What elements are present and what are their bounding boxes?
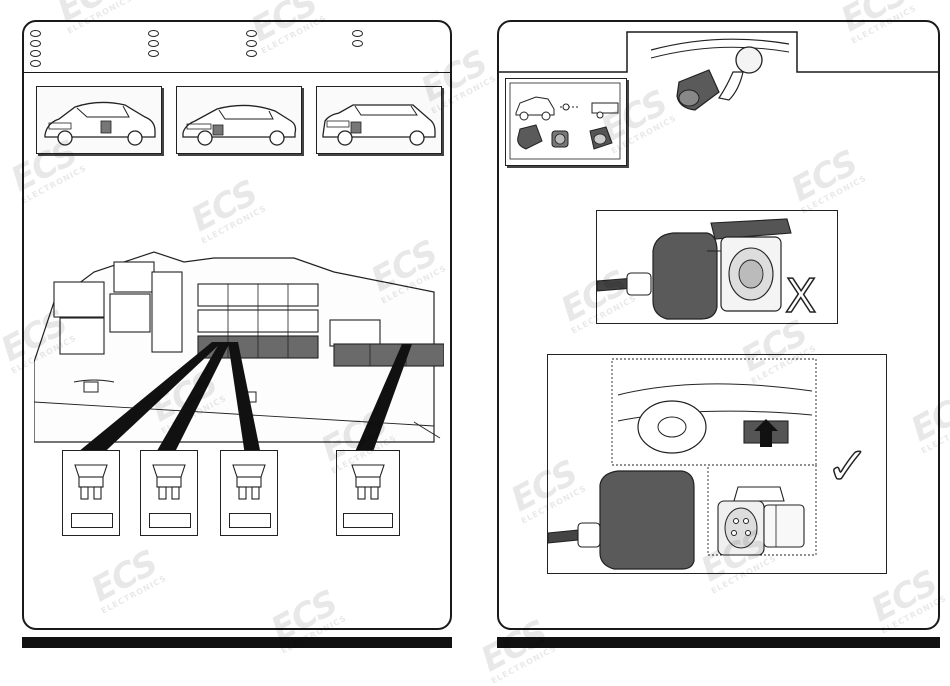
- legend-column-1: [30, 30, 41, 70]
- blade-fuse-icon: [351, 464, 385, 500]
- correct-check-mark: ✓: [825, 437, 870, 497]
- estate-car-icon: [322, 104, 436, 146]
- fuse-callout-2: [140, 450, 198, 536]
- car-view-liftback: [176, 86, 302, 154]
- adapter-inset: [505, 78, 627, 166]
- legend-bullet: [30, 40, 41, 47]
- legend-bullet: [30, 50, 41, 57]
- legend-column-4: [352, 30, 363, 50]
- correct-placement-frame: ✓: [547, 354, 887, 574]
- sedan-car-icon: [44, 101, 156, 146]
- header-rule: [499, 31, 938, 73]
- car-view-sedan: [36, 86, 162, 154]
- legend-bullet: [148, 30, 159, 37]
- legend-bullet: [246, 40, 257, 47]
- blade-fuse-icon: [74, 464, 108, 500]
- car-view-estate: [316, 86, 442, 154]
- blade-fuse-icon: [232, 464, 266, 500]
- legend-bullets: [30, 30, 446, 70]
- fuse-rating-label: [229, 513, 271, 528]
- fuse-rating-label: [71, 513, 113, 528]
- legend-bullet: [352, 40, 363, 47]
- fuse-callout-4: [336, 450, 400, 536]
- legend-column-3: [246, 30, 257, 60]
- legend-bullet: [352, 30, 363, 37]
- blade-fuse-icon: [152, 464, 186, 500]
- left-footer-bar: [22, 637, 452, 648]
- legend-bullet: [246, 30, 257, 37]
- right-footer-bar: [497, 637, 940, 648]
- socket-with-adapter-illustration: [596, 218, 792, 320]
- legend-bullet: [246, 50, 257, 57]
- legend-divider: [24, 72, 450, 73]
- fuse-callout-1: [62, 450, 120, 536]
- car-adapter-trailer-icon: [509, 82, 621, 160]
- dashboard-and-adapter-illustration: [547, 358, 817, 570]
- fuse-rating-label: [343, 513, 393, 528]
- fuse-callout-3: [220, 450, 278, 536]
- incorrect-x-mark: X: [784, 269, 817, 323]
- liftback-car-icon: [182, 104, 297, 146]
- legend-bullet: [30, 30, 41, 37]
- fuse-pointer-wedges: [78, 342, 412, 462]
- highlighted-fuse-row-right: [333, 343, 444, 367]
- tow-bar-socket-illustration: [650, 38, 790, 111]
- left-instruction-panel: [22, 20, 452, 630]
- legend-bullet: [30, 60, 41, 67]
- legend-bullet: [148, 40, 159, 47]
- right-instruction-panel: X ✓: [497, 20, 940, 630]
- incorrect-placement-frame: X: [596, 210, 838, 324]
- fuse-rating-label: [149, 513, 191, 528]
- legend-column-2: [148, 30, 159, 60]
- legend-bullet: [148, 50, 159, 57]
